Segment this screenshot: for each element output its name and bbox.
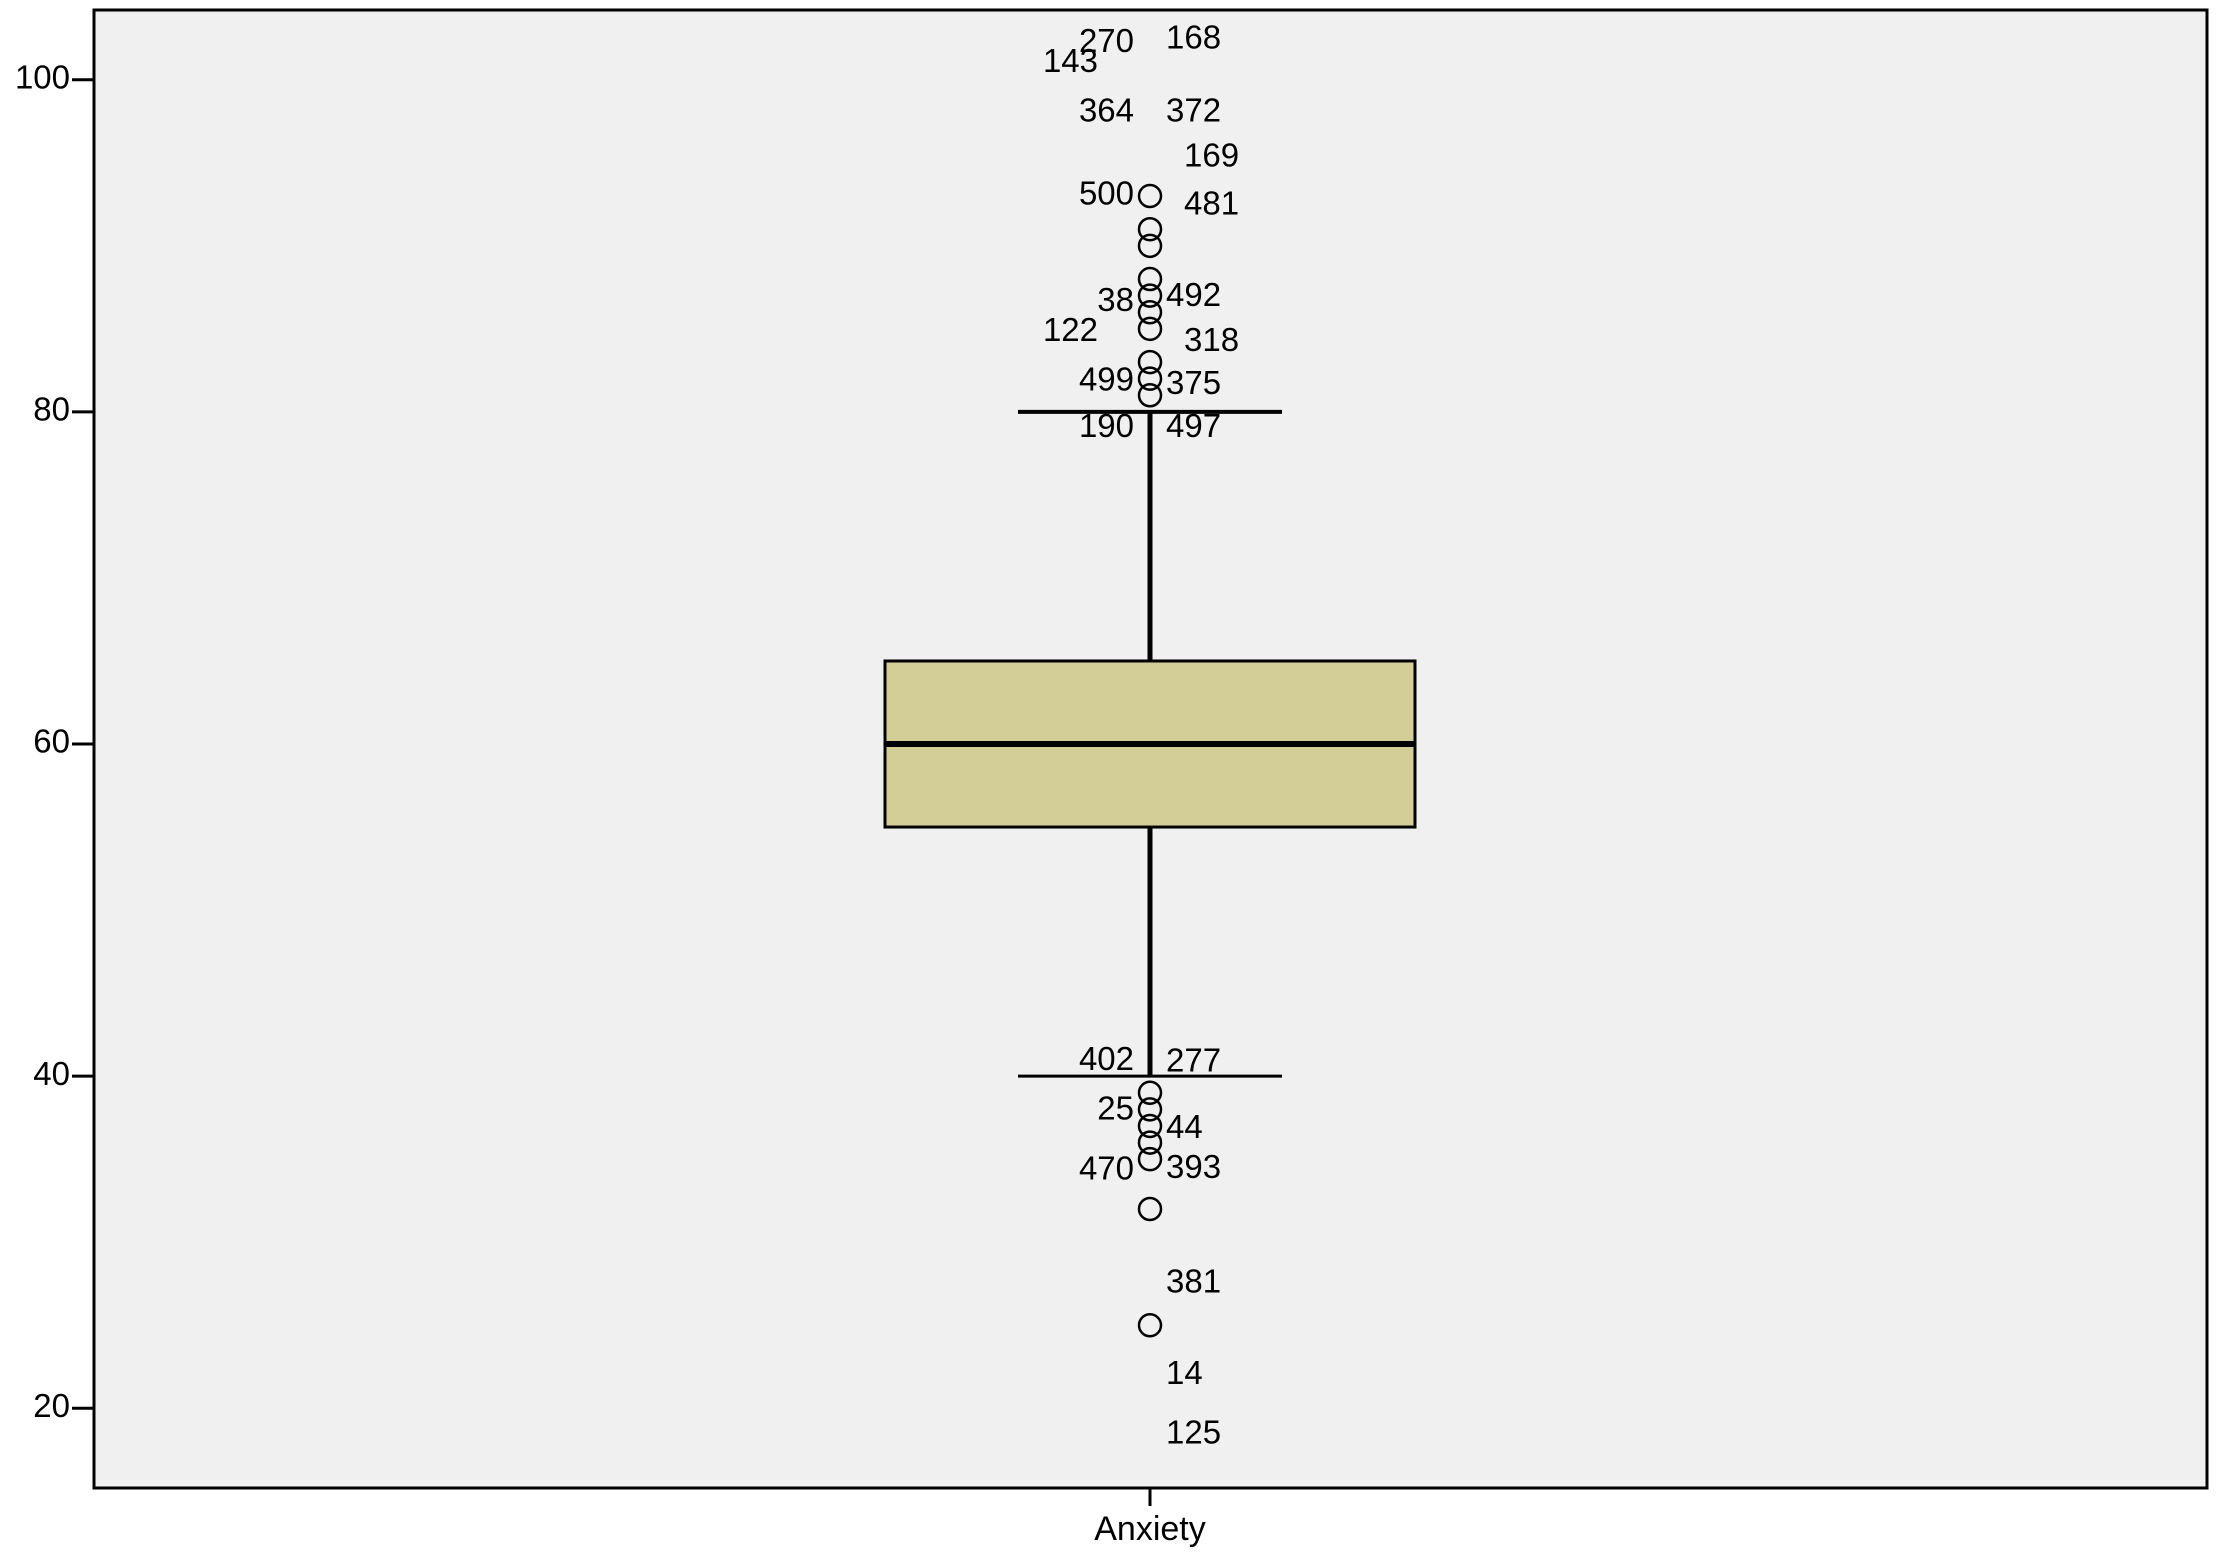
outlier-point-6 <box>1137 316 1163 342</box>
x-axis: Anxiety <box>1094 1488 1206 1548</box>
outlier-point-3 <box>1137 266 1163 292</box>
outlier-point-8 <box>1137 366 1163 391</box>
y-tick-label-80: 80 <box>33 391 70 428</box>
outlier-point-4 <box>1137 283 1163 308</box>
outlier-points <box>1137 183 1163 1338</box>
outlier-point-13 <box>1137 1130 1163 1155</box>
outlier-point-11 <box>1137 1097 1163 1122</box>
case-label-143: 143 <box>1043 42 1098 79</box>
case-label-44: 44 <box>1166 1108 1203 1145</box>
case-label-470: 470 <box>1079 1150 1134 1187</box>
case-label-125: 125 <box>1166 1414 1221 1451</box>
outlier-point-16 <box>1137 1313 1163 1338</box>
case-label-14: 14 <box>1166 1354 1203 1391</box>
y-tick-label-40: 40 <box>33 1055 70 1092</box>
y-tick-label-60: 60 <box>33 723 70 760</box>
case-label-38: 38 <box>1097 281 1134 318</box>
case-label-499: 499 <box>1079 361 1134 398</box>
outlier-point-15 <box>1137 1196 1163 1222</box>
case-label-375: 375 <box>1166 364 1221 401</box>
case-label-168: 168 <box>1166 19 1221 56</box>
case-label-393: 393 <box>1166 1148 1221 1185</box>
case-label-481: 481 <box>1184 185 1239 222</box>
outlier-point-12 <box>1137 1113 1163 1139</box>
case-label-492: 492 <box>1166 276 1221 313</box>
outlier-point-2 <box>1137 233 1163 259</box>
case-label-122: 122 <box>1043 311 1098 348</box>
case-label-318: 318 <box>1184 321 1239 358</box>
case-label-25: 25 <box>1097 1090 1134 1127</box>
case-label-500: 500 <box>1079 175 1134 212</box>
outlier-point-9 <box>1137 383 1163 408</box>
case-label-497: 497 <box>1166 407 1221 444</box>
outlier-point-10 <box>1137 1080 1163 1106</box>
x-tick-label-anxiety: Anxiety <box>1094 1510 1206 1548</box>
case-label-381: 381 <box>1166 1262 1221 1299</box>
case-label-270: 270 <box>1079 22 1134 59</box>
case-label-190: 190 <box>1079 407 1134 444</box>
outlier-point-7 <box>1137 349 1163 375</box>
y-tick-label-100: 100 <box>15 58 70 95</box>
outlier-point-0 <box>1137 183 1163 209</box>
case-label-402: 402 <box>1079 1040 1134 1077</box>
outlier-point-1 <box>1137 216 1163 242</box>
anxiety-box <box>883 409 1417 1078</box>
case-label-277: 277 <box>1166 1042 1221 1079</box>
outlier-point-14 <box>1137 1146 1163 1172</box>
case-label-364: 364 <box>1079 92 1134 129</box>
y-axis: 20 40 60 80 100 <box>15 58 94 1424</box>
case-label-372: 372 <box>1166 92 1221 129</box>
outlier-point-5 <box>1137 299 1163 325</box>
y-tick-label-20: 20 <box>33 1387 70 1424</box>
case-label-169: 169 <box>1184 137 1239 174</box>
